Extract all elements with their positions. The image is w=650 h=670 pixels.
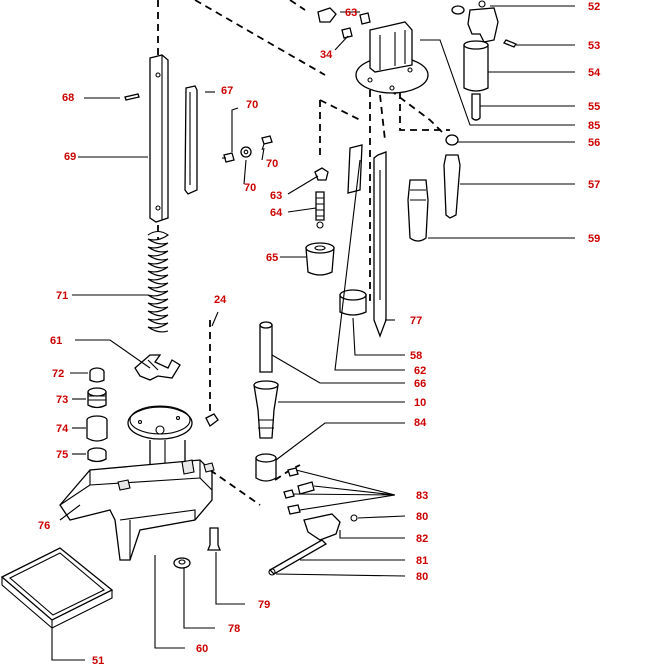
callout-58: 58	[410, 350, 422, 362]
callout-labels: 52 53 54 55 85 56 57 59 63 34 68 67 70 6…	[38, 1, 601, 667]
spring-part-71	[147, 230, 169, 333]
callout-80-a: 80	[416, 511, 428, 523]
callout-84: 84	[414, 417, 427, 429]
nut-part-78	[173, 557, 191, 569]
callout-79: 79	[258, 599, 270, 611]
callout-51: 51	[92, 655, 104, 667]
callout-59: 59	[588, 233, 600, 245]
bracket-part-67	[184, 85, 198, 195]
motor-parts-52-59	[407, 0, 517, 242]
callout-70-b: 70	[266, 158, 278, 170]
callout-65: 65	[266, 252, 278, 264]
callout-67: 67	[221, 85, 233, 97]
callout-10: 10	[414, 397, 426, 409]
callout-73: 73	[56, 394, 68, 406]
top-plate-assembly	[317, 7, 429, 94]
callout-57: 57	[588, 179, 600, 191]
callout-56: 56	[588, 137, 600, 149]
spindle-parts-10-66-84	[253, 321, 279, 482]
callout-77: 77	[410, 315, 422, 327]
callout-60: 60	[196, 643, 208, 655]
callout-63-mid: 63	[270, 190, 282, 202]
callout-64: 64	[270, 207, 283, 219]
callout-82: 82	[416, 533, 428, 545]
callout-83: 83	[416, 490, 428, 502]
cutter-parts-58-62-77	[339, 144, 387, 338]
small-parts-80-83	[268, 467, 358, 576]
bushing-parts-63-65	[305, 167, 335, 276]
knob-stack-parts-72-75	[86, 367, 108, 463]
callout-71: 71	[56, 290, 68, 302]
tray-part-51	[0, 547, 114, 629]
leader-lines	[51, 5, 575, 661]
callout-53: 53	[588, 40, 600, 52]
screws-part-70	[223, 135, 273, 163]
callout-54: 54	[588, 67, 601, 79]
callout-70-c: 70	[244, 182, 256, 194]
callout-52: 52	[588, 1, 600, 13]
callout-69: 69	[64, 151, 76, 163]
column-part-69	[124, 54, 169, 223]
callout-34: 34	[320, 49, 333, 61]
pin-part-79	[207, 527, 221, 551]
callout-85: 85	[588, 120, 600, 132]
callout-76: 76	[38, 520, 50, 532]
callout-24: 24	[214, 294, 227, 306]
callout-72: 72	[52, 368, 64, 380]
callout-70-a: 70	[246, 99, 258, 111]
clip-part-24	[205, 413, 219, 427]
callout-78: 78	[228, 623, 240, 635]
callout-80-b: 80	[416, 571, 428, 583]
callout-75: 75	[56, 449, 68, 461]
base-assembly	[59, 405, 215, 561]
callout-66: 66	[414, 378, 426, 390]
callout-55: 55	[588, 101, 600, 113]
callout-62: 62	[414, 365, 426, 377]
callout-68: 68	[62, 92, 74, 104]
callout-61: 61	[50, 335, 62, 347]
callout-81: 81	[416, 555, 428, 567]
assembly-dashed-lines	[157, 0, 450, 506]
callout-74: 74	[56, 423, 69, 435]
callout-63-top: 63	[345, 7, 357, 19]
latch-part-61	[134, 354, 181, 381]
